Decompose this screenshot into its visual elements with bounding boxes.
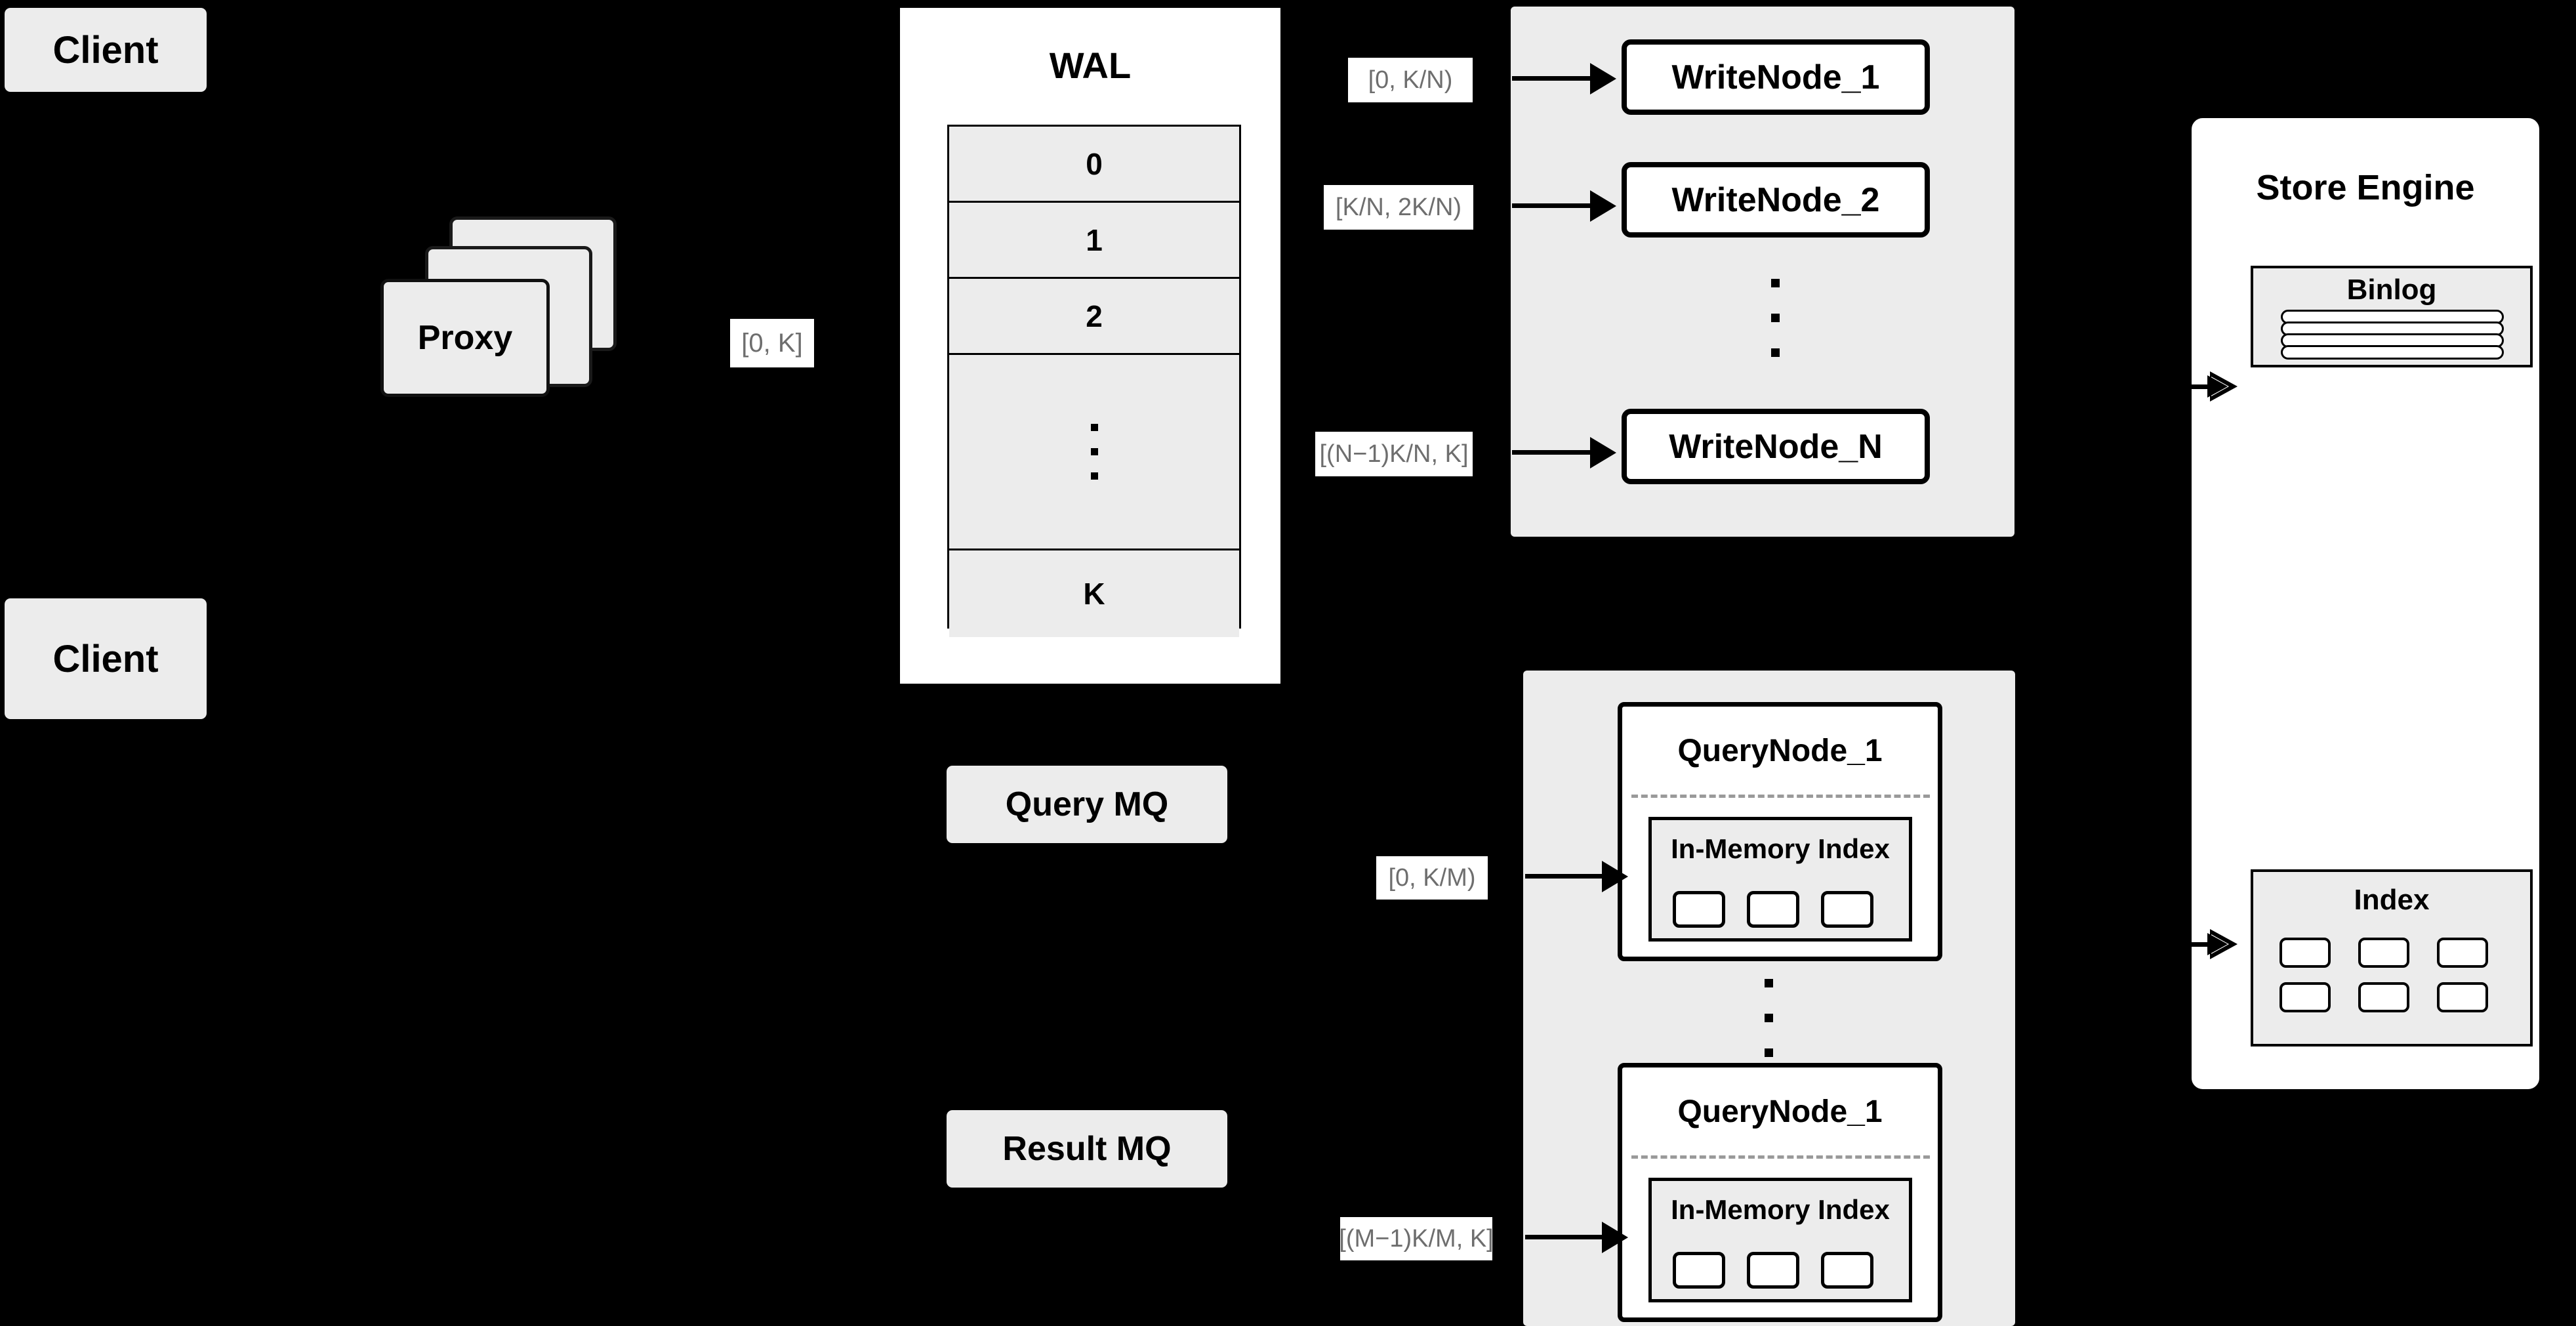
write-node-1-label: WriteNode_1 <box>1671 58 1880 96</box>
binlog-title: Binlog <box>2346 274 2437 306</box>
arrow-line-write-n <box>1512 450 1592 455</box>
index-title: Index <box>2354 884 2430 916</box>
wal-table: 0 1 2 K <box>947 125 1241 637</box>
index-cell-3 <box>2437 938 2488 968</box>
imi-cell-1-3 <box>1821 891 1873 928</box>
wal-dot-3 <box>1090 472 1098 480</box>
wal-row-k: K <box>949 550 1239 637</box>
arrow-head-query-1 <box>1602 861 1628 892</box>
imi-cell-2-2 <box>1747 1252 1799 1289</box>
index-cell-4 <box>2280 982 2331 1012</box>
client-box-2[interactable]: Client <box>5 598 207 719</box>
query-node-1[interactable]: QueryNode_1 In-Memory Index <box>1618 702 1942 961</box>
proxy-label: Proxy <box>417 319 513 357</box>
arrow-head-binlog <box>2207 371 2238 402</box>
wal-row-ellipsis <box>949 355 1239 550</box>
proxy-card-front[interactable]: Proxy <box>380 279 550 397</box>
in-memory-index-1-title: In-Memory Index <box>1671 833 1890 864</box>
arrow-line-write-1 <box>1512 76 1592 81</box>
imi-cell-1-1 <box>1673 891 1725 928</box>
write-node-n-label: WriteNode_N <box>1669 427 1883 466</box>
arrow-head-write-n <box>1590 437 1616 468</box>
arrow-head-index <box>2207 929 2238 959</box>
query-node-2-separator <box>1631 1155 1930 1159</box>
arrow-head-binlog-inner <box>2211 377 2229 396</box>
wal-row-2: 2 <box>949 279 1239 355</box>
binlog-bar-4 <box>2281 345 2504 360</box>
arrow-head-query-2 <box>1602 1222 1628 1253</box>
write-dot-3 <box>1771 348 1780 357</box>
in-memory-index-2-title: In-Memory Index <box>1671 1194 1890 1225</box>
wal-row-1: 1 <box>949 203 1239 279</box>
index-box: Index <box>2251 869 2533 1046</box>
write-node-n[interactable]: WriteNode_N <box>1622 409 1930 484</box>
query-dot-1 <box>1765 979 1773 987</box>
range-label-write-1: [0, K/N) <box>1348 58 1473 102</box>
query-node-2[interactable]: QueryNode_1 In-Memory Index <box>1618 1063 1942 1322</box>
arrow-line-index <box>2186 942 2212 947</box>
range-label-write-n: [(N−1)K/N, K] <box>1315 432 1473 476</box>
range-label-query-1: [0, K/M) <box>1376 856 1488 900</box>
write-node-1[interactable]: WriteNode_1 <box>1622 39 1930 115</box>
arrow-head-write-2 <box>1590 190 1616 222</box>
wal-dot-1 <box>1090 424 1098 431</box>
arrow-head-index-inner <box>2211 934 2229 954</box>
write-dot-2 <box>1771 314 1780 322</box>
arrow-head-write-1 <box>1590 63 1616 94</box>
client-label-1: Client <box>52 28 159 72</box>
range-label-write-2: [K/N, 2K/N) <box>1324 185 1473 230</box>
arrow-line-binlog <box>2186 384 2212 389</box>
wal-title: WAL <box>1049 45 1132 86</box>
in-memory-index-1: In-Memory Index <box>1648 817 1912 942</box>
query-mq-label: Query MQ <box>1005 785 1169 823</box>
result-mq-label: Result MQ <box>1002 1130 1172 1168</box>
binlog-box: Binlog <box>2251 266 2533 367</box>
imi-cell-2-1 <box>1673 1252 1725 1289</box>
index-cell-1 <box>2280 938 2331 968</box>
range-label-query-2: [(M−1)K/M, K] <box>1339 1217 1494 1260</box>
wal-dot-2 <box>1090 448 1098 455</box>
query-node-1-title: QueryNode_1 <box>1677 734 1883 768</box>
arrow-line-write-2 <box>1512 203 1592 208</box>
in-memory-index-2: In-Memory Index <box>1648 1178 1912 1302</box>
query-node-1-separator <box>1631 795 1930 798</box>
client-box-1[interactable]: Client <box>5 8 207 92</box>
proxy-stack[interactable]: Proxy <box>380 217 663 433</box>
query-cluster-ellipsis <box>1765 979 1773 1057</box>
index-cell-6 <box>2437 982 2488 1012</box>
wal-container: WAL 0 1 2 K <box>897 5 1284 687</box>
write-node-2-label: WriteNode_2 <box>1671 180 1880 219</box>
range-label-proxy: [0, K] <box>730 319 814 367</box>
store-engine-container: Store Engine Binlog Index <box>2188 115 2543 1092</box>
query-mq-box[interactable]: Query MQ <box>947 766 1227 843</box>
index-cell-2 <box>2358 938 2409 968</box>
query-dot-2 <box>1765 1014 1773 1022</box>
write-cluster-ellipsis <box>1771 279 1780 357</box>
query-dot-3 <box>1765 1048 1773 1057</box>
result-mq-box[interactable]: Result MQ <box>947 1110 1227 1188</box>
index-cell-5 <box>2358 982 2409 1012</box>
query-node-2-title: QueryNode_1 <box>1677 1094 1883 1129</box>
client-label-2: Client <box>52 637 159 680</box>
arrow-line-query-2 <box>1525 1235 1605 1239</box>
imi-cell-1-2 <box>1747 891 1799 928</box>
write-node-2[interactable]: WriteNode_2 <box>1622 162 1930 238</box>
wal-row-0: 0 <box>949 127 1239 203</box>
imi-cell-2-3 <box>1821 1252 1873 1289</box>
range-label-proxy-text: [0, K] <box>741 328 803 358</box>
arrow-line-query-1 <box>1525 874 1605 879</box>
store-engine-title: Store Engine <box>2256 168 2475 207</box>
write-dot-1 <box>1771 279 1780 287</box>
